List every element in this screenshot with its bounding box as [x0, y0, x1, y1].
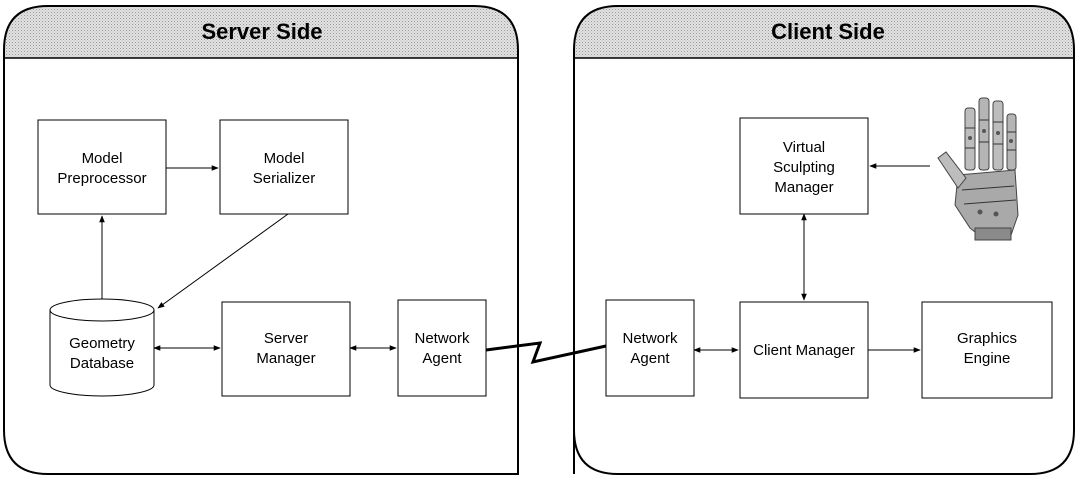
haptic-glove-icon	[937, 97, 1019, 241]
geometry-database-label-2: Database	[70, 355, 134, 372]
graphics-engine-box: Graphics Engine	[921, 301, 1053, 399]
server-manager-label-2: Manager	[256, 350, 315, 367]
client-manager-label: Client Manager	[753, 342, 855, 359]
client-side-panel: Client Side	[573, 5, 1075, 475]
server-side-title: Server Side	[201, 19, 322, 44]
server-network-agent-label-2: Agent	[422, 350, 462, 367]
model-preprocessor-box: Model Preprocessor	[37, 119, 167, 215]
model-preprocessor-label-1: Model	[82, 150, 123, 167]
geometry-database-label-1: Geometry	[69, 335, 135, 352]
virtual-sculpting-manager-label-1: Virtual	[783, 139, 825, 156]
client-panel-border	[573, 5, 1075, 475]
server-header-band	[4, 6, 518, 58]
client-network-agent-label-2: Agent	[630, 350, 670, 367]
server-manager-label-1: Server	[264, 330, 308, 347]
arrow-serializer-to-database	[157, 213, 289, 309]
graphics-engine-label-2: Engine	[964, 350, 1011, 367]
server-panel-border	[3, 5, 519, 475]
client-network-agent-box: Network Agent	[605, 299, 695, 397]
server-network-agent-box: Network Agent	[397, 299, 487, 397]
model-preprocessor-label-2: Preprocessor	[57, 170, 146, 187]
virtual-sculpting-manager-label-2: Sculpting	[773, 159, 835, 176]
virtual-sculpting-manager-label-3: Manager	[774, 179, 833, 196]
geometry-database-cylinder: Geometry Database	[49, 298, 155, 397]
virtual-sculpting-manager-box: Virtual Sculpting Manager	[739, 117, 869, 215]
server-network-agent-label-1: Network	[414, 330, 470, 347]
client-network-agent-label-1: Network	[622, 330, 678, 347]
graphics-engine-label-1: Graphics	[957, 330, 1017, 347]
server-side-panel: Server Side	[3, 5, 519, 475]
server-manager-box: Server Manager	[221, 301, 351, 397]
model-serializer-box: Model Serializer	[219, 119, 349, 215]
client-side-title: Client Side	[771, 19, 885, 44]
connectors	[99, 163, 930, 353]
client-manager-box: Client Manager	[739, 301, 869, 399]
client-header-band	[574, 6, 1074, 58]
model-serializer-label-1: Model	[264, 150, 305, 167]
lightning-link-icon	[485, 341, 607, 365]
model-serializer-label-2: Serializer	[253, 170, 316, 187]
